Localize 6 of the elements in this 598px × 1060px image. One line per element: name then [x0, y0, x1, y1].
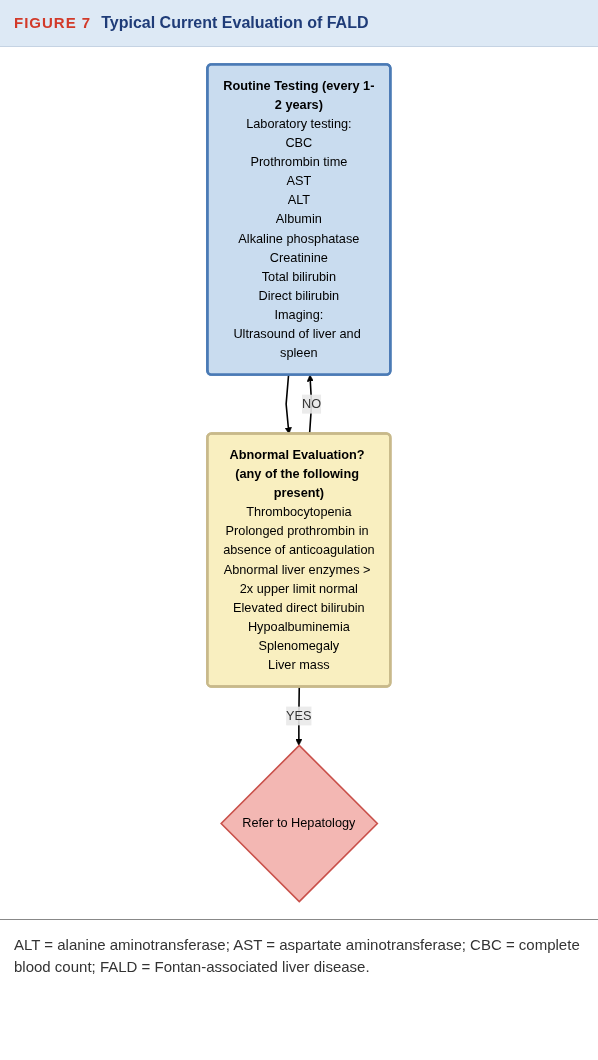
node-diamond: Refer to Hepatology — [220, 744, 379, 903]
figure-number: FIGURE 7 — [14, 14, 92, 31]
caption: ALT = alanine aminotransferase; AST = aspartate aminotransferase; CBC = complete blood count; FALD = Fontan-associated liver disease. — [13, 935, 581, 977]
figure-title: Typical Current Evaluation of FALD — [101, 14, 369, 32]
edge-label: YES — [286, 708, 312, 723]
edge-label: NO — [302, 396, 322, 411]
